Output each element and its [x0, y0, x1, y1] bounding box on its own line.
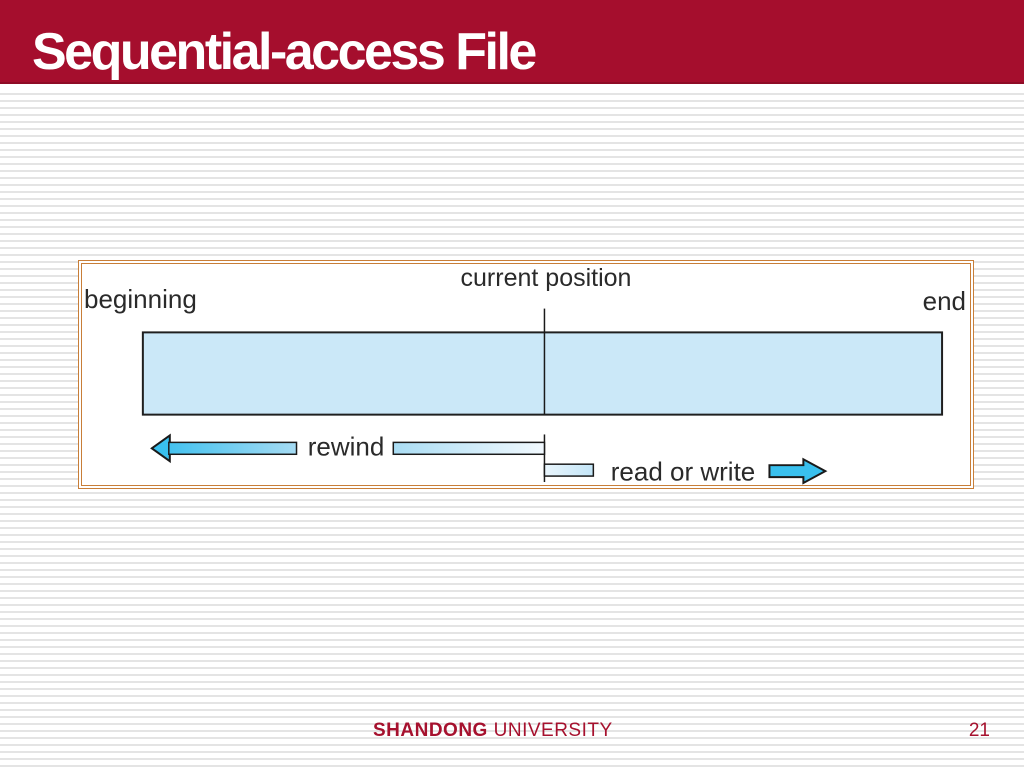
rewind-shaft-left: [168, 441, 298, 456]
rewind-arrowhead-icon: [150, 433, 171, 464]
footer-university-regular: UNIVERSITY: [493, 720, 613, 741]
diagram-inner-frame: beginning current position end rewind re…: [81, 263, 971, 486]
label-beginning: beginning: [84, 284, 197, 314]
sequential-access-diagram: beginning current position end rewind re…: [78, 260, 974, 489]
page-number: 21: [968, 720, 990, 741]
footer-university-bold: SHANDONG: [373, 720, 488, 741]
diagram-graphics: [141, 308, 944, 485]
read-write-arrow-icon: [768, 457, 828, 485]
rewind-shaft-right: [392, 441, 546, 456]
file-bar: [141, 331, 944, 416]
label-end: end: [922, 286, 966, 316]
label-current-position: current position: [460, 264, 632, 292]
page-title: Sequential-access File: [32, 23, 537, 81]
label-read-or-write: read or write: [610, 456, 756, 487]
title-bar: Sequential-access File: [0, 0, 1024, 84]
footer-university: SHANDONG UNIVERSITY: [373, 720, 613, 742]
label-rewind: rewind: [307, 431, 385, 462]
read-write-connector: [543, 463, 595, 477]
